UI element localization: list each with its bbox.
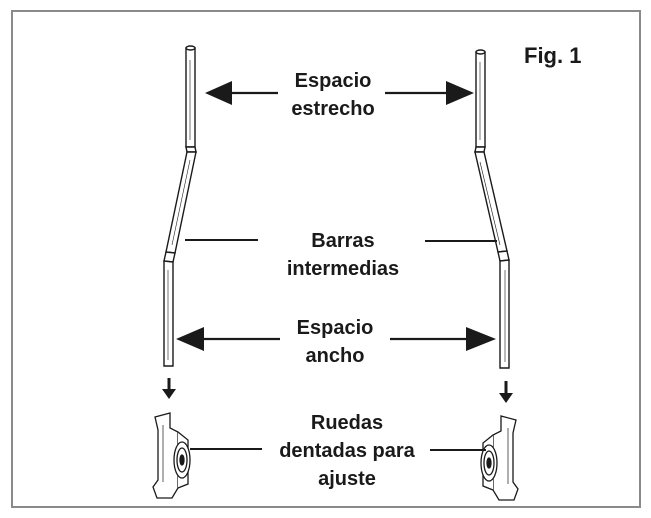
right-intermediate-bar	[474, 49, 510, 369]
wide-space-label-line2: ancho	[305, 345, 365, 367]
narrow-space-arrows	[205, 81, 474, 105]
figure-label: Fig. 1	[524, 43, 582, 68]
figure-frame	[11, 10, 641, 508]
narrow-space-label-line1: Espacio	[294, 70, 372, 92]
bars-label-line1: Barras	[311, 230, 375, 252]
left-sprocket-bracket	[152, 412, 191, 499]
left-intermediate-bar	[163, 45, 197, 367]
wheels-label-line3: ajuste	[318, 468, 376, 490]
wheels-label-line2: dentadas para	[279, 440, 415, 462]
wheels-label-line1: Ruedas	[310, 412, 384, 434]
wide-space-arrows	[176, 327, 496, 351]
wide-space-label-line1: Espacio	[296, 317, 374, 339]
right-down-arrow	[499, 381, 513, 403]
narrow-space-label-line2: estrecho	[291, 98, 375, 120]
left-down-arrow	[162, 378, 176, 399]
intermediate-bars-leaders	[185, 239, 497, 242]
right-sprocket-bracket	[480, 415, 519, 501]
bars-label-line2: intermedias	[286, 258, 400, 280]
